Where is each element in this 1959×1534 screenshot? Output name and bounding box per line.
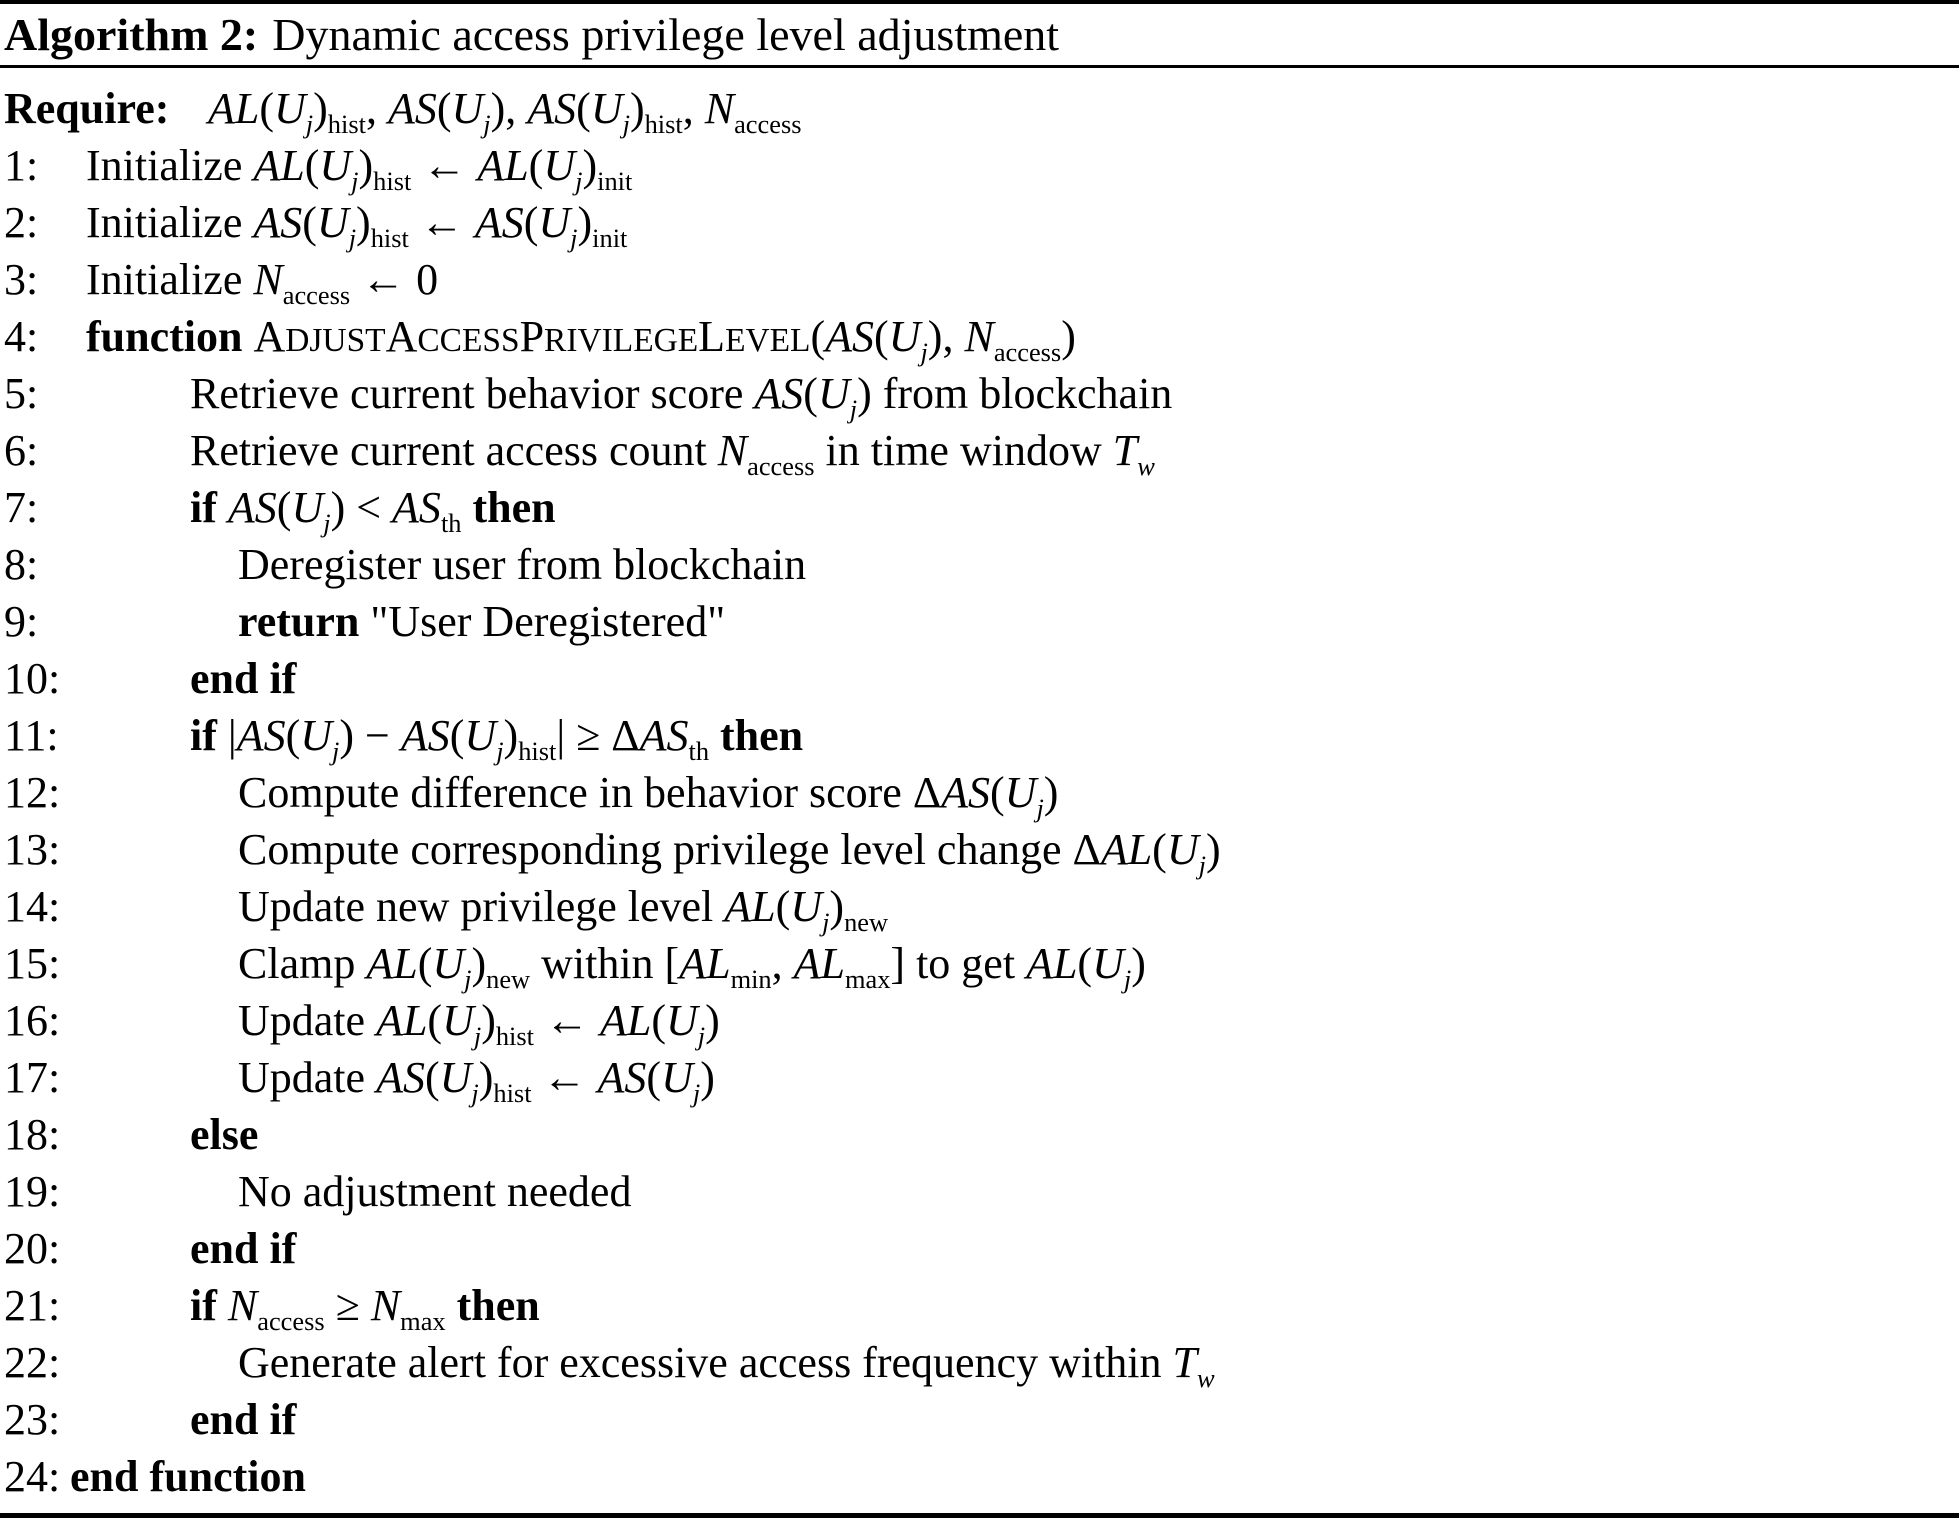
line-content: if |AS(Uj) − AS(Uj)hist| ≥ ΔASth then <box>190 711 804 767</box>
algorithm-line-24: 24:end function <box>0 1448 1959 1505</box>
algorithm-title: Dynamic access privilege level adjustmen… <box>272 9 1060 60</box>
algorithm-line-14: 14: Update new privilege level AL(Uj)new <box>0 878 1959 935</box>
algorithm-line-13: 13: Compute corresponding privilege level… <box>0 821 1959 878</box>
algorithm-header: Algorithm 2: Dynamic access privilege lev… <box>0 4 1959 65</box>
require-line: Require: AL(Uj)hist, AS(Uj), AS(Uj)hist,… <box>0 80 1959 137</box>
algorithm-line-22: 22: Generate alert for excessive access f… <box>0 1334 1959 1391</box>
line-number: 6: <box>4 426 39 475</box>
algorithm-lines: 1: Initialize AL(Uj)hist ← AL(Uj)init 2: In… <box>0 137 1959 1505</box>
line-number: 2: <box>4 198 39 247</box>
line-number: 11: <box>4 711 59 760</box>
line-number: 22: <box>4 1338 61 1387</box>
line-number: 20: <box>4 1224 61 1273</box>
algorithm-line-20: 20: end if <box>0 1220 1959 1277</box>
line-number: 14: <box>4 882 61 931</box>
line-number: 21: <box>4 1281 61 1330</box>
line-content: if AS(Uj) < ASth then <box>190 483 556 539</box>
line-number: 18: <box>4 1110 61 1159</box>
algorithm-line-16: 16: Update AL(Uj)hist ← AL(Uj) <box>0 992 1959 1049</box>
line-number: 17: <box>4 1053 61 1102</box>
algorithm-line-4: 4: function ADJUSTACCESSPRIVILEGELEVEL(AS… <box>0 308 1959 365</box>
line-content: end if <box>190 654 297 703</box>
line-number: 12: <box>4 768 61 817</box>
bottom-rule <box>0 1513 1959 1518</box>
line-content: Initialize AL(Uj)hist ← AL(Uj)init <box>86 141 633 197</box>
line-number: 16: <box>4 996 61 1045</box>
algorithm-line-18: 18: else <box>0 1106 1959 1163</box>
require-content: AL(Uj)hist, AS(Uj), AS(Uj)hist, Naccess <box>208 84 802 140</box>
line-content: function ADJUSTACCESSPRIVILEGELEVEL(AS(U… <box>86 312 1076 368</box>
algorithm-line-3: 3: Initialize Naccess ← 0 <box>0 251 1959 308</box>
algorithm-line-19: 19: No adjustment needed <box>0 1163 1959 1220</box>
line-number: 7: <box>4 483 39 532</box>
line-content: Compute corresponding privilege level ch… <box>238 825 1221 881</box>
line-content: Update AS(Uj)hist ← AS(Uj) <box>238 1053 715 1109</box>
line-content: end if <box>190 1395 297 1444</box>
line-content: Compute difference in behavior score ΔAS… <box>238 768 1059 824</box>
line-number: 10: <box>4 654 61 703</box>
line-number: 1: <box>4 141 39 190</box>
line-content: if Naccess ≥ Nmax then <box>190 1281 540 1337</box>
algorithm-line-7: 7: if AS(Uj) < ASth then <box>0 479 1959 536</box>
line-content: Update AL(Uj)hist ← AL(Uj) <box>238 996 720 1052</box>
require-keyword: Require: <box>4 84 170 133</box>
line-number: 13: <box>4 825 61 874</box>
algorithm-label: Algorithm 2: <box>4 9 259 60</box>
algorithm-line-9: 9: return "User Deregistered" <box>0 593 1959 650</box>
line-number: 24: <box>4 1452 61 1501</box>
algorithm-line-5: 5: Retrieve current behavior score AS(Uj)… <box>0 365 1959 422</box>
line-content: Generate alert for excessive access freq… <box>238 1338 1215 1394</box>
line-content: end if <box>190 1224 297 1273</box>
algorithm-line-23: 23: end if <box>0 1391 1959 1448</box>
line-content: return "User Deregistered" <box>238 597 726 646</box>
top-rule <box>0 0 1959 4</box>
header-divider-rule <box>0 65 1959 68</box>
line-content: Update new privilege level AL(Uj)new <box>238 882 889 938</box>
algorithm-line-17: 17: Update AS(Uj)hist ← AS(Uj) <box>0 1049 1959 1106</box>
line-content: Clamp AL(Uj)new within [ALmin, ALmax] to… <box>238 939 1146 995</box>
line-number: 9: <box>4 597 39 646</box>
line-number: 4: <box>4 312 39 361</box>
line-number: 5: <box>4 369 39 418</box>
line-content: Initialize Naccess ← 0 <box>86 255 439 311</box>
line-content: end function <box>70 1452 306 1501</box>
line-number: 19: <box>4 1167 61 1216</box>
algorithm-line-12: 12: Compute difference in behavior score … <box>0 764 1959 821</box>
line-content: Retrieve current behavior score AS(Uj) f… <box>190 369 1173 425</box>
algorithm-line-11: 11: if |AS(Uj) − AS(Uj)hist| ≥ ΔASth then <box>0 707 1959 764</box>
algorithm-line-15: 15: Clamp AL(Uj)new within [ALmin, ALmax]… <box>0 935 1959 992</box>
algorithm-line-21: 21: if Naccess ≥ Nmax then <box>0 1277 1959 1334</box>
smallcaps-text: ADJUSTACCESSPRIVILEGELEVEL <box>253 312 811 361</box>
line-content: else <box>190 1110 259 1159</box>
line-number: 8: <box>4 540 39 589</box>
line-number: 23: <box>4 1395 61 1444</box>
line-content: Deregister user from blockchain <box>238 540 807 589</box>
algorithm-body: Require: AL(Uj)hist, AS(Uj), AS(Uj)hist,… <box>0 68 1959 1505</box>
line-content: No adjustment needed <box>238 1167 632 1216</box>
algorithm-line-1: 1: Initialize AL(Uj)hist ← AL(Uj)init <box>0 137 1959 194</box>
line-number: 15: <box>4 939 61 988</box>
line-content: Initialize AS(Uj)hist ← AS(Uj)init <box>86 198 628 254</box>
algorithm-line-8: 8: Deregister user from blockchain <box>0 536 1959 593</box>
algorithm-line-6: 6: Retrieve current access count Naccess … <box>0 422 1959 479</box>
line-content: Retrieve current access count Naccess in… <box>190 426 1155 482</box>
algorithm-line-2: 2: Initialize AS(Uj)hist ← AS(Uj)init <box>0 194 1959 251</box>
line-number: 3: <box>4 255 39 304</box>
algorithm-line-10: 10: end if <box>0 650 1959 707</box>
